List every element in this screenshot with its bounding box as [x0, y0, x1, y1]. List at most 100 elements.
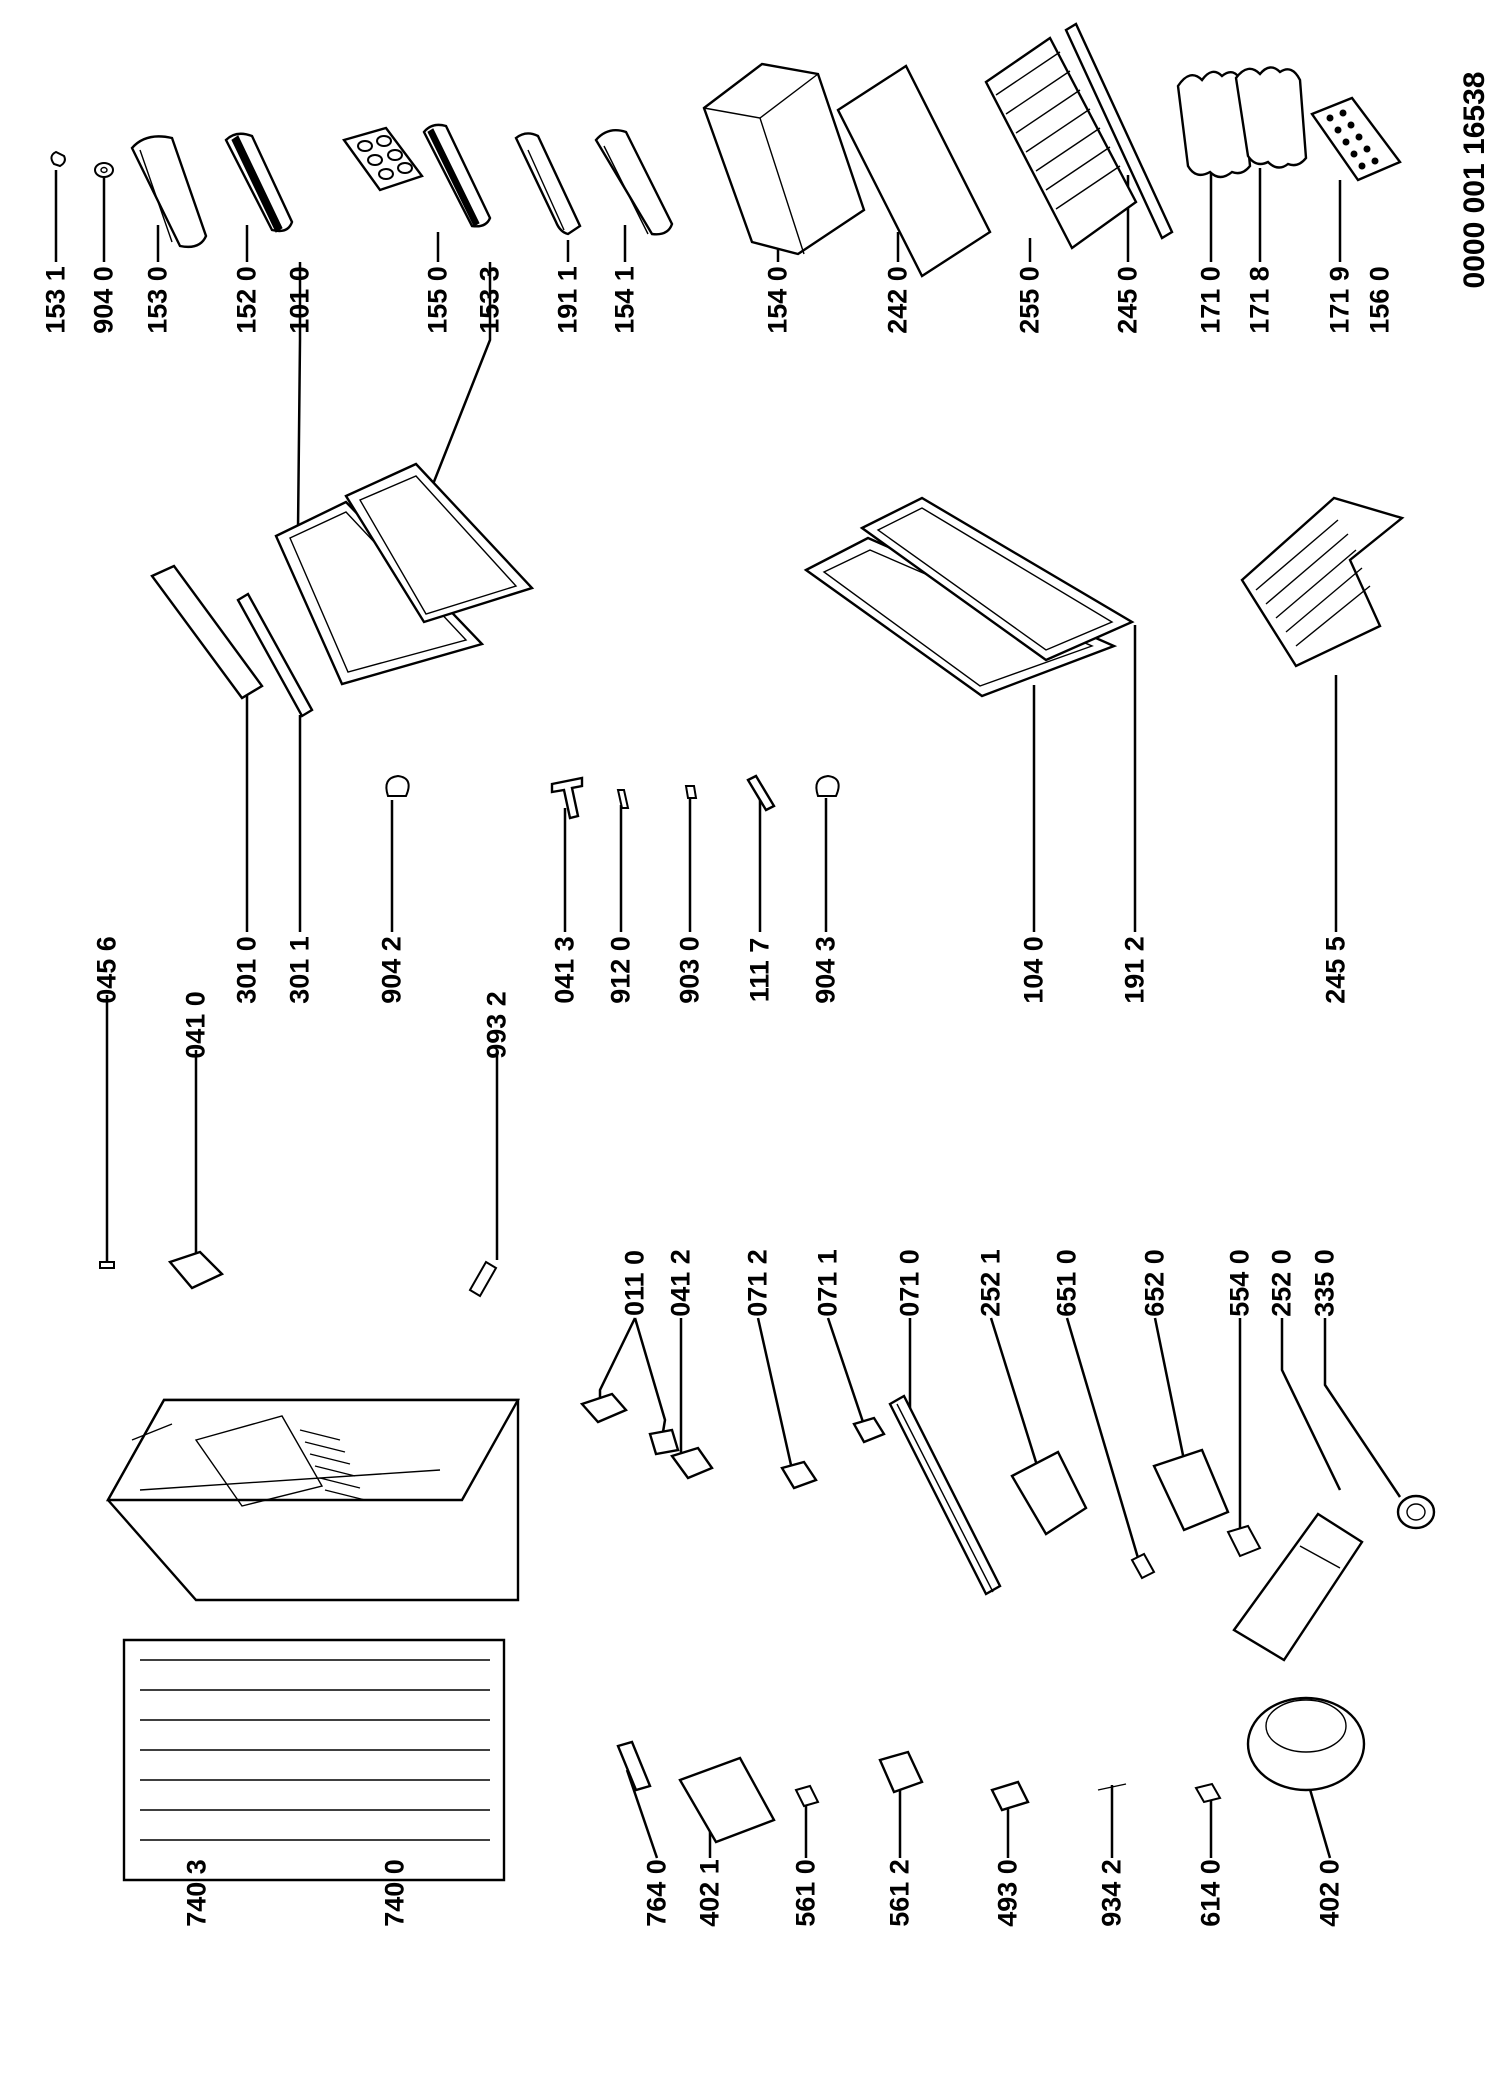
callout-301-1: 301 1 — [284, 936, 315, 1004]
callout-171-8: 171 8 — [1244, 266, 1275, 334]
doors-handles-and-gaskets — [150, 462, 1405, 820]
part-104-0-lower-door — [803, 536, 1118, 698]
part-301-0-handle — [150, 564, 264, 700]
callout-614-0: 614 0 — [1195, 1859, 1226, 1927]
callout-904-3: 904 3 — [810, 936, 841, 1004]
callout-740-3: 740 3 — [181, 1859, 212, 1927]
callout-252-1: 252 1 — [975, 1249, 1006, 1317]
callout-301-0: 301 0 — [231, 936, 262, 1004]
callout-154-1: 154 1 — [609, 266, 640, 334]
part-071-1-cover — [852, 1416, 886, 1444]
callout-041-0: 041 0 — [180, 991, 211, 1059]
callout-255-0: 255 0 — [1014, 266, 1045, 334]
callout-154-0: 154 0 — [762, 266, 793, 334]
part-903-0-screw — [684, 785, 698, 799]
part-934-2-wire — [1097, 1783, 1127, 1791]
callout-904-2: 904 2 — [376, 936, 407, 1004]
condenser-and-compressor — [122, 1638, 1366, 1882]
callout-153-1: 153 1 — [40, 266, 71, 334]
part-904-2-cap — [385, 774, 410, 797]
part-153-1-clip — [50, 150, 66, 168]
callout-152-0: 152 0 — [231, 266, 262, 334]
part-156-0-ice-tray — [1310, 96, 1402, 182]
part-561-0-clamp — [794, 1784, 820, 1808]
callout-493-0: 493 0 — [992, 1859, 1023, 1927]
part-904-3-cap — [815, 774, 840, 797]
part-252-0-control-panel — [1232, 1512, 1364, 1662]
callout-071-0: 071 0 — [894, 1249, 925, 1317]
part-493-0-block — [990, 1780, 1030, 1812]
part-242-0-crisper — [702, 62, 866, 256]
part-041-0-hinge — [167, 1250, 225, 1290]
callout-153-0: 153 0 — [142, 266, 173, 334]
part-614-0-grommet — [1194, 1782, 1222, 1804]
part-111-7-bracket — [746, 774, 776, 812]
part-154-0-bottle-rack — [594, 129, 674, 236]
callout-153-3: 153 3 — [474, 266, 505, 334]
callout-041-2: 041 2 — [665, 1249, 696, 1317]
part-154-1-strip — [514, 132, 582, 236]
callout-191-1: 191 1 — [552, 266, 583, 334]
door-shelves-and-accessories — [50, 22, 1402, 278]
document-number: 0000 001 16538 — [1458, 71, 1491, 289]
part-255-0-cover — [836, 64, 992, 278]
part-045-6-pin — [99, 1261, 115, 1269]
part-561-2-cover — [878, 1750, 924, 1794]
callout-041-3: 041 3 — [549, 936, 580, 1004]
callout-402-1: 402 1 — [694, 1859, 725, 1927]
part-071-2-cover — [780, 1460, 818, 1490]
part-652-0-thermostat — [1152, 1448, 1230, 1532]
part-153-0-door-tray — [130, 135, 208, 249]
callout-011-0: 011 0 — [619, 1249, 650, 1317]
part-252-1-housing — [1010, 1450, 1088, 1536]
part-041-2-hinge — [670, 1446, 714, 1480]
part-402-1-relay — [678, 1756, 776, 1844]
callout-651-0: 651 0 — [1051, 1249, 1082, 1317]
callout-191-2: 191 2 — [1119, 936, 1150, 1004]
callout-740-0: 740 0 — [379, 1859, 410, 1927]
part-041-3-hinge — [550, 776, 584, 820]
part-993-2-sensor — [468, 1260, 498, 1298]
part-740-0-condenser — [122, 1638, 506, 1882]
callout-652-0: 652 0 — [1139, 1249, 1170, 1317]
leader-lines — [54, 168, 1402, 1859]
part-101-0-upper-door — [274, 500, 485, 686]
part-764-0-filter — [616, 1740, 652, 1792]
part-904-0-washer — [94, 162, 114, 178]
part-191-1-gasket — [344, 462, 535, 624]
callout-904-0: 904 0 — [88, 266, 119, 334]
part-301-1-handle-cover — [236, 592, 314, 718]
part-402-0-compressor — [1246, 1696, 1366, 1792]
callout-104-0: 104 0 — [1018, 936, 1049, 1004]
part-554-0-knob — [1226, 1524, 1262, 1558]
callout-245-5: 245 5 — [1320, 936, 1351, 1004]
cabinet-and-controls — [99, 1250, 1436, 1662]
callout-155-0: 155 0 — [422, 266, 453, 334]
part-171-0-trim — [1064, 22, 1174, 240]
part-245-0-wire-shelf — [984, 36, 1138, 250]
part-071-0-profile — [888, 1394, 1002, 1596]
callout-071-2: 071 2 — [742, 1249, 773, 1317]
callout-934-2: 934 2 — [1096, 1859, 1127, 1927]
callout-111-7: 111 7 — [744, 937, 775, 1003]
callout-245-0: 245 0 — [1112, 266, 1143, 334]
callout-561-0: 561 0 — [790, 1859, 821, 1927]
callout-101-0: 101 0 — [284, 266, 315, 334]
part-191-2-gasket — [859, 496, 1135, 662]
callout-554-0: 554 0 — [1224, 1249, 1255, 1317]
callout-912-0: 912 0 — [605, 936, 636, 1004]
callout-071-1: 071 1 — [812, 1249, 843, 1317]
callout-335-0: 335 0 — [1309, 1249, 1340, 1317]
part-171-9-bracket — [1234, 66, 1308, 169]
callout-993-2: 993 2 — [481, 991, 512, 1059]
callout-171-0: 171 0 — [1195, 266, 1226, 334]
part-335-0-disc — [1396, 1494, 1436, 1530]
callout-242-0: 242 0 — [882, 266, 913, 334]
callout-171-9: 171 9 — [1324, 266, 1355, 334]
callout-764-0: 764 0 — [641, 1859, 672, 1927]
callout-561-2: 561 2 — [884, 1859, 915, 1927]
part-171-8-bracket — [1176, 70, 1252, 179]
callout-156-0: 156 0 — [1364, 266, 1395, 334]
